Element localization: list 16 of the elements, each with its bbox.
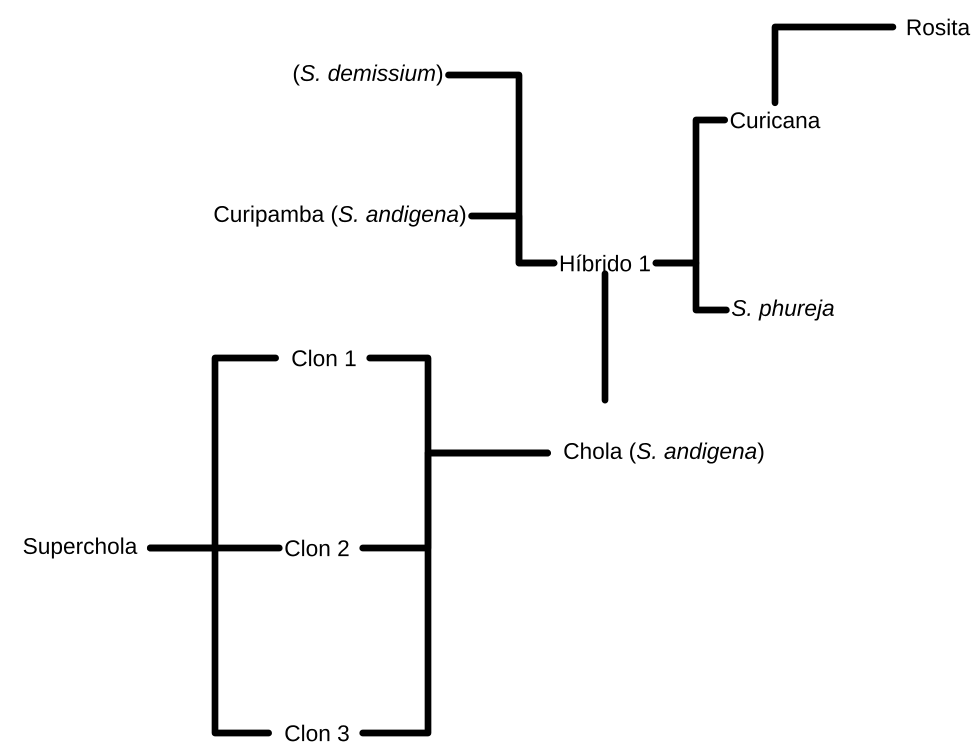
pedigree-line <box>772 24 896 106</box>
pedigree-line <box>146 544 272 736</box>
variety-label: Chola (S. andigena) <box>564 442 764 464</box>
variety-label: (S. demissium) <box>294 64 442 86</box>
pedigree-line <box>359 450 551 736</box>
variety-label: Superchola <box>24 537 138 559</box>
variety-label: S. phureja <box>732 299 834 321</box>
pedigree-line <box>468 212 558 266</box>
variety-label: Clon 3 <box>285 724 349 742</box>
variety-label: Clon 2 <box>285 540 349 556</box>
variety-label: Rosita <box>908 18 970 36</box>
pedigree-line <box>602 270 608 404</box>
variety-label: Curicana <box>730 112 820 128</box>
variety-label: Híbrido 1 <box>560 254 650 272</box>
variety-label: Clon 1 <box>292 350 356 366</box>
variety-label: Curipamba (S. andigena) <box>214 205 466 227</box>
